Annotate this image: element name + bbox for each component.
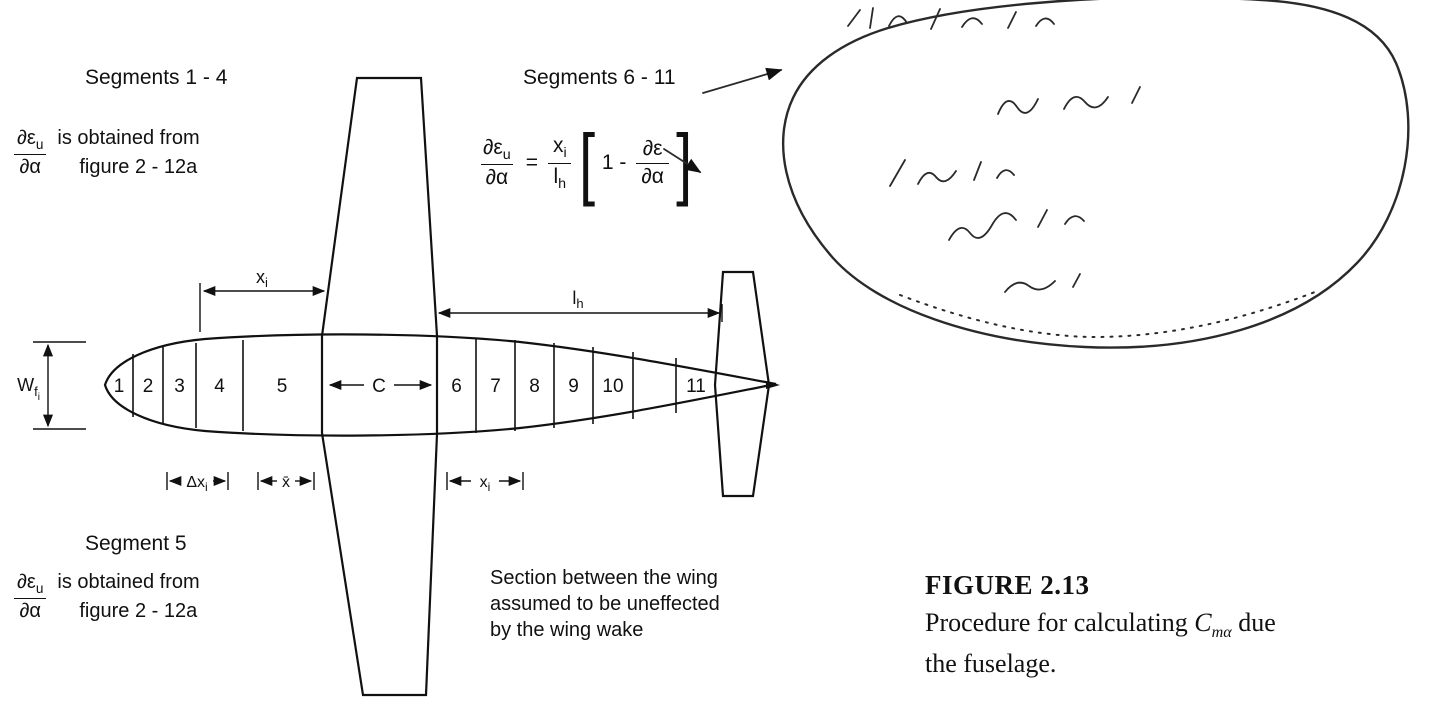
dimension-xbar: x̄ — [257, 472, 315, 491]
chord-label: C — [372, 376, 386, 397]
segment-label: 4 — [214, 376, 225, 397]
right-bracket: ] — [676, 118, 693, 207]
fraction-denominator: ∂α — [14, 597, 46, 624]
figure-caption: FIGURE 2.13 Procedure for calculating Cm… — [925, 570, 1276, 679]
xi-bottom-label: xi — [480, 474, 491, 494]
blob-outline — [782, 0, 1410, 349]
fraction-denominator: lh — [548, 162, 572, 194]
wing-planform — [320, 76, 439, 697]
segments-6-11-equation: ∂εu ∂α = xi lh [ 1 - ∂ε ∂α ] — [478, 118, 693, 208]
xi-top-label: xi — [256, 267, 268, 290]
obtained-from-text: is obtained from figure 2 - 12a — [57, 127, 200, 178]
segments-1-4-formula: ∂εu ∂α is obtained from figure 2 - 12a — [12, 124, 200, 182]
deps-dalpha-fraction: ∂εu ∂α — [12, 570, 48, 624]
wfi-label: Wfi — [17, 375, 40, 403]
segment-label: 8 — [529, 376, 540, 397]
caption-line-2: the fuselage. — [925, 649, 1057, 679]
fraction-numerator: ∂εu — [483, 135, 511, 163]
xi-over-lh-fraction: xi lh — [548, 133, 572, 193]
one-minus-term: 1 - — [601, 151, 627, 174]
fraction-numerator: xi — [552, 133, 567, 162]
deps-dalpha-fraction: ∂εu ∂α — [478, 135, 516, 192]
segment-label: 3 — [174, 376, 185, 397]
segment-5-formula: ∂εu ∂α is obtained from figure 2 - 12a — [12, 568, 200, 626]
fraction-denominator: ∂α — [14, 153, 46, 180]
dimension-xi-bottom: xi — [446, 472, 524, 494]
segment-label: 5 — [277, 376, 288, 397]
segment-label: 7 — [490, 376, 501, 397]
fuselage-outline — [103, 333, 777, 437]
figure-number: FIGURE 2.13 — [925, 570, 1090, 600]
wing-section-note: Section between the wing assumed to be u… — [490, 567, 720, 641]
segment-label: 9 — [568, 376, 579, 397]
left-bracket: [ — [578, 118, 595, 207]
scribble-marks — [847, 7, 1141, 293]
stipple-texture — [899, 291, 1316, 339]
lh-label: lh — [572, 288, 583, 311]
segments-1-4-title: Segments 1 - 4 — [85, 66, 228, 89]
segment-label: 1 — [114, 376, 125, 397]
fraction-denominator: ∂α — [480, 164, 514, 191]
obtained-from-text: is obtained from figure 2 - 12a — [57, 571, 200, 622]
segment-label: 2 — [143, 376, 154, 397]
segment-label: 11 — [686, 376, 706, 397]
fraction-numerator: ∂εu — [17, 571, 44, 597]
pencil-arrow-to-blob-icon — [702, 67, 783, 94]
dimension-delta-xi: Δxi — [166, 472, 229, 494]
caption-line-1: Procedure for calculating Cmα due — [925, 608, 1276, 642]
segments-6-11-title: Segments 6 - 11 — [523, 66, 676, 89]
segment-label: 10 — [602, 376, 623, 397]
fraction-numerator: ∂εu — [17, 127, 44, 153]
deps-dalpha-fraction: ∂εu ∂α — [12, 126, 48, 180]
tail-tip-arrow-icon — [766, 381, 780, 389]
xbar-label: x̄ — [282, 474, 290, 491]
fraction-denominator: ∂α — [636, 162, 669, 190]
horizontal-tail-planform — [713, 270, 771, 498]
segment-dividers — [132, 338, 677, 433]
delta-xi-label: Δxi — [186, 474, 207, 494]
dimension-xi-top: xi — [199, 267, 326, 332]
handwritten-scribble-blob — [663, 0, 1410, 349]
dimension-lh: lh — [437, 288, 723, 322]
segment-numbers: 1 2 3 4 5 6 7 8 9 10 11 — [114, 376, 706, 397]
fraction-numerator: ∂ε — [642, 137, 663, 161]
chord-dimension: C — [328, 376, 433, 397]
equals-sign: = — [525, 151, 538, 174]
dimension-wfi: Wfi — [17, 341, 86, 430]
segment-5-title: Segment 5 — [85, 532, 187, 555]
segment-label: 6 — [451, 376, 462, 397]
deps-dalpha-fraction-2: ∂ε ∂α — [636, 136, 669, 189]
